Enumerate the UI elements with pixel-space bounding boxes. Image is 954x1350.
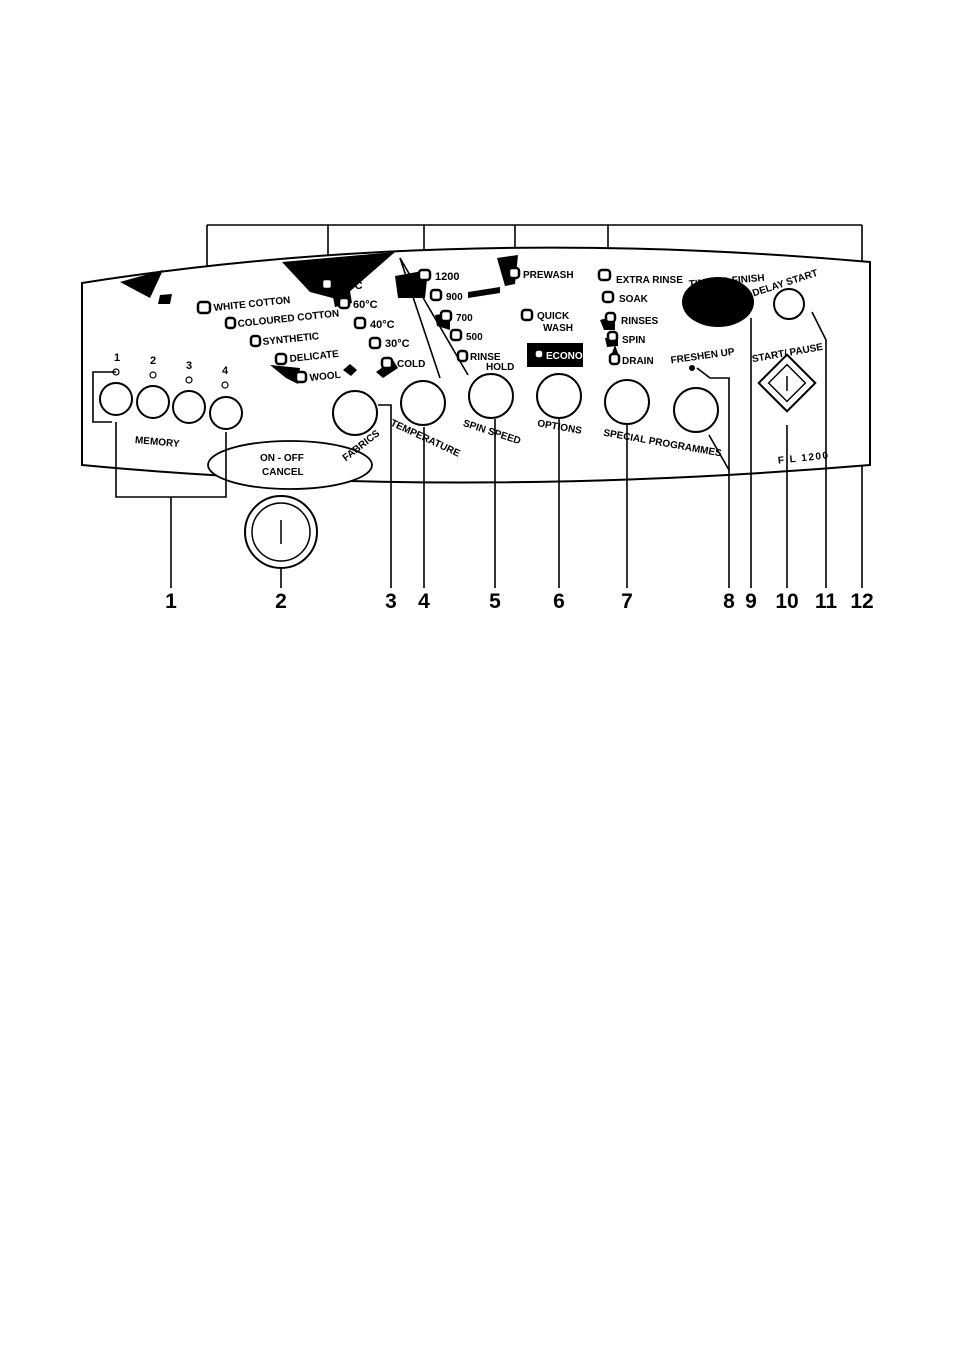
power-knob[interactable] (244, 495, 318, 569)
callout-number-7: 7 (621, 590, 633, 613)
delay-start-button[interactable] (773, 288, 805, 320)
memory-leds (112, 368, 229, 389)
start-pause-button[interactable] (757, 353, 817, 413)
special-programmes-button[interactable] (604, 379, 650, 425)
callout-number-2: 2 (275, 590, 287, 613)
callout-number-3: 3 (385, 590, 397, 613)
option-quick: QUICK (537, 311, 570, 322)
temperature-button[interactable] (400, 380, 446, 426)
spin-900: 900 (446, 292, 463, 303)
spin-rinse: RINSE (470, 352, 501, 363)
cancel-label: CANCEL (262, 467, 304, 478)
callout-number-6: 6 (553, 590, 565, 613)
special-rinses: RINSES (621, 316, 659, 327)
temp-60: 60°C (353, 299, 378, 311)
memory-number-2: 2 (150, 355, 156, 367)
memory-button-3[interactable] (172, 390, 206, 424)
fabric-delicate: DELICATE (289, 349, 339, 365)
options-button[interactable] (536, 373, 582, 419)
callout-number-1: 1 (165, 590, 177, 613)
spin-500: 500 (466, 332, 483, 343)
spin-700: 700 (456, 313, 473, 324)
temp-40: 40°C (370, 319, 395, 331)
model-label: F L 1200 (777, 450, 830, 466)
special-soak: SOAK (619, 294, 649, 305)
special-extra-rinse: EXTRA RINSE (616, 275, 683, 286)
fabric-wool: WOOL (309, 370, 341, 384)
temp-30: 30°C (385, 338, 410, 350)
freshen-up-led (689, 365, 695, 371)
on-off-label: ON - OFF (260, 453, 304, 464)
spin-speed-button[interactable] (468, 373, 514, 419)
callout-number-9: 9 (745, 590, 757, 613)
on-off-cancel-button[interactable] (207, 440, 373, 490)
option-wash: WASH (543, 323, 573, 334)
fabrics-button[interactable] (332, 390, 378, 436)
callout-number-10: 10 (775, 590, 798, 613)
temp-95: 95°C (338, 280, 363, 292)
memory-number-3: 3 (186, 360, 192, 372)
temp-cold: COLD (397, 359, 425, 370)
callout-number-4: 4 (418, 590, 430, 613)
indicator-leds (196, 266, 621, 384)
memory-label: MEMORY (135, 435, 181, 450)
special-spin: SPIN (622, 335, 645, 346)
callout-number-11: 11 (815, 590, 838, 613)
memory-number-4: 4 (222, 365, 229, 377)
callout-number-12: 12 (850, 590, 873, 613)
memory-number-1: 1 (114, 352, 120, 364)
callout-leader-lines (92, 257, 827, 588)
special-drain: DRAIN (622, 356, 654, 367)
callout-number-5: 5 (489, 590, 501, 613)
spin-hold: HOLD (486, 362, 514, 373)
freshen-up-button[interactable] (673, 387, 719, 433)
memory-button-2[interactable] (136, 385, 170, 419)
callout-number-8: 8 (723, 590, 735, 613)
memory-button-1[interactable] (99, 382, 133, 416)
option-prewash: PREWASH (523, 270, 574, 281)
memory-button-4[interactable] (209, 396, 243, 430)
economy-led (534, 349, 544, 359)
spin-1200: 1200 (435, 271, 459, 283)
option-economy: ECONOMY (546, 351, 598, 362)
time-to-finish-display (682, 277, 754, 327)
